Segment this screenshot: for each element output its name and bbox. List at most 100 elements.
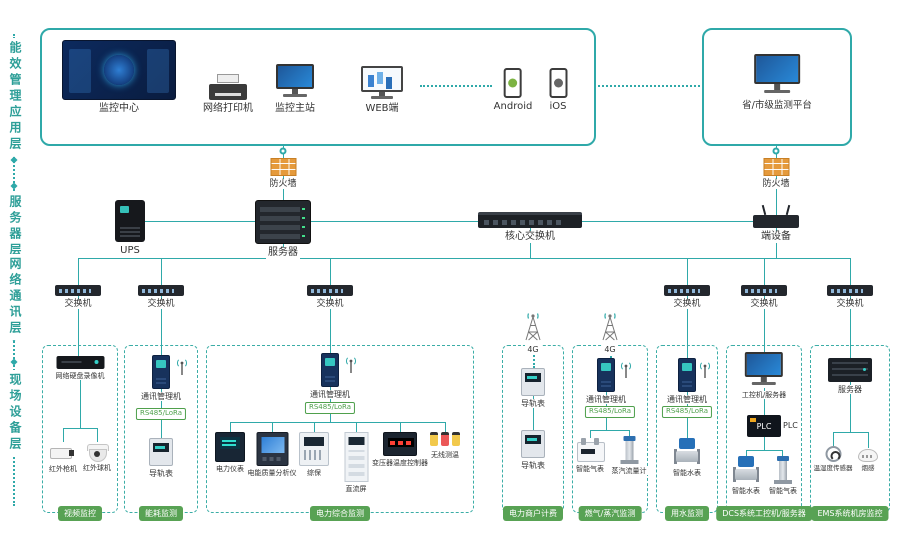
din-rail-meter: 导轨表 — [519, 430, 547, 471]
wireless-antenna-icon — [175, 358, 189, 376]
smart-gas-meter: 智能气表 — [767, 456, 799, 496]
rail-diamond — [10, 358, 18, 366]
monitoring-center: 监控中心 — [62, 40, 176, 115]
group-badge-gas: 燃气/蒸汽监测 — [578, 506, 642, 521]
line — [687, 296, 688, 358]
smoke-detector-icon — [858, 449, 878, 462]
smart-gas-meter: 智能气表 — [574, 438, 606, 474]
rs485-lora-badge: RS485/LoRa — [135, 408, 187, 420]
bullet-camera-icon — [50, 444, 76, 462]
layer-label-network: 网络通讯层 — [7, 254, 24, 340]
gas-meter-label: 智能气表 — [574, 465, 606, 474]
firewall-icon — [269, 158, 296, 176]
switch-label: 交换机 — [671, 299, 703, 310]
industrial-pc-label: 工控机/服务器 — [739, 391, 789, 400]
access-switch-1: 交换机 — [55, 285, 101, 310]
din-rail-meter: 导轨表 — [519, 368, 547, 409]
network-printer: 网络打印机 — [201, 74, 255, 115]
line — [782, 450, 783, 458]
dashboard-screen-icon — [62, 40, 176, 100]
comm-gateway-gas: 通讯管理机 — [584, 358, 628, 405]
temp-controller-label: 变压器温度控制器 — [370, 459, 430, 468]
line — [764, 296, 765, 352]
4g-tower-billing: 4G — [521, 312, 545, 355]
line — [850, 296, 851, 358]
power-quality-analyzer: 电能质量分析仪 — [245, 432, 299, 478]
printer-icon — [209, 74, 247, 100]
ups-tower-icon — [115, 200, 145, 242]
4g-label: 4G — [602, 345, 618, 355]
line — [311, 221, 478, 222]
plc-label: PLC — [783, 421, 798, 430]
group-badge-billing: 电力商户计费 — [503, 506, 563, 521]
access-switch-6: 交换机 — [827, 285, 873, 310]
group-badge-dcs: DCS系统工控机/服务器 — [716, 506, 812, 521]
switch-icon — [664, 285, 710, 296]
din-rail-meter: 导轨表 — [147, 438, 175, 479]
transformer-temp-controller: 变压器温度控制器 — [370, 432, 430, 468]
rs485-lora-badge: RS485/LoRa — [304, 402, 356, 414]
4g-label: 4G — [525, 345, 541, 355]
switch-label: 交换机 — [62, 299, 94, 310]
ios-client: iOS — [547, 68, 569, 113]
group-badge-energy: 能耗监测 — [139, 506, 183, 521]
line — [97, 428, 98, 442]
line — [78, 296, 79, 356]
rail-meter-label: 导轨表 — [519, 461, 547, 471]
main-server-label: 服务器 — [266, 247, 300, 259]
router-icon — [753, 215, 799, 228]
line — [746, 450, 747, 456]
smoke-detector: 烟感 — [858, 449, 878, 473]
android-client: Android — [491, 68, 535, 113]
line — [764, 388, 765, 415]
line — [533, 396, 534, 430]
comm-gateway-label: 通讯管理机 — [665, 395, 709, 405]
firewall-left: 防火墙 — [267, 158, 299, 190]
steam-flow-meter: 蒸汽流量计 — [609, 436, 649, 476]
smart-water-meter: 智能水表 — [671, 438, 703, 478]
nvr-label: 网络硬盘录像机 — [53, 372, 107, 381]
server-rack-icon — [255, 200, 311, 244]
line — [746, 450, 782, 451]
access-switch-2: 交换机 — [138, 285, 184, 310]
application-layer-frame — [40, 28, 596, 146]
line — [314, 422, 315, 432]
line — [530, 228, 531, 258]
flow-meter-icon — [619, 436, 639, 464]
temp-sensors-label: 无线测温 — [429, 451, 461, 460]
analyzer-icon — [256, 432, 288, 466]
link-node — [279, 147, 287, 155]
dc-panel-label: 直流屏 — [343, 485, 369, 494]
smoke-detector-label: 烟感 — [859, 464, 877, 473]
rail-meter-label: 导轨表 — [147, 469, 175, 479]
line — [330, 296, 331, 353]
rail-meter-icon — [149, 438, 173, 466]
analyzer-label: 电能质量分析仪 — [245, 469, 299, 478]
relay-label: 综保 — [305, 469, 323, 478]
line — [833, 432, 868, 433]
temp-controller-icon — [383, 432, 417, 456]
plc-device: PLC — [747, 415, 781, 437]
web-terminal-label: WEB端 — [363, 103, 401, 115]
power-meter-icon — [215, 432, 245, 462]
line — [850, 382, 851, 432]
4g-antenna-icon — [602, 313, 618, 341]
industrial-pc: 工控机/服务器 — [739, 352, 789, 400]
nvr-icon — [56, 356, 104, 369]
ups: UPS — [115, 200, 145, 257]
dc-panel-icon — [344, 432, 368, 482]
monitor-chart-icon — [359, 66, 405, 100]
link-node — [772, 147, 780, 155]
temp-humidity-icon — [825, 446, 841, 462]
plc-icon: PLC — [747, 415, 781, 437]
firewall-label: 防火墙 — [760, 179, 792, 190]
rail-meter-icon — [521, 430, 545, 458]
dc-panel: 直流屏 — [343, 432, 369, 494]
group-badge-water: 用水监测 — [665, 506, 709, 521]
switch-label: 交换机 — [834, 299, 866, 310]
rail-diamond — [10, 182, 18, 190]
line — [764, 437, 765, 450]
provincial-platform-label: 省/市级监测平台 — [740, 100, 814, 112]
line — [161, 258, 162, 285]
monitoring-center-label: 监控中心 — [97, 103, 141, 115]
